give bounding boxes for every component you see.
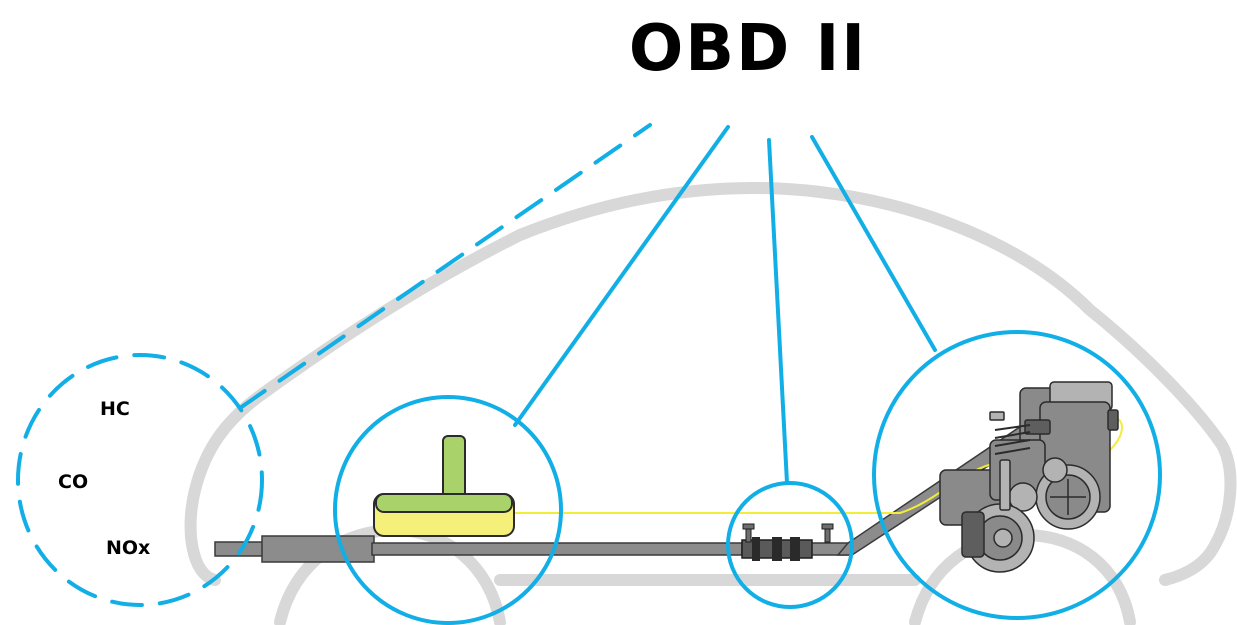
- leader-engine: [810, 135, 937, 352]
- emissions-circle: [16, 353, 264, 607]
- leader-emissions: [238, 123, 652, 410]
- emission-nox-label: NOx: [106, 537, 150, 559]
- muffler: [261, 535, 375, 563]
- callout-oxygen-sensors: [726, 481, 854, 609]
- emission-co-label: CO: [58, 471, 88, 493]
- flex-joint-sensors: [741, 523, 834, 561]
- emissions-callout: [16, 123, 652, 607]
- callout-engine: [872, 330, 1162, 620]
- oxygen-sensor-rear: [745, 527, 752, 543]
- catalytic-converter: [373, 435, 515, 537]
- callout-catalyst: [333, 395, 563, 625]
- emission-hc-label: HC: [100, 398, 130, 420]
- engine: [939, 381, 1119, 573]
- oxygen-sensor-front: [824, 527, 831, 543]
- leader-oxygen-sensors: [767, 138, 789, 485]
- leader-catalyst: [513, 125, 730, 427]
- title: OBD II: [629, 12, 867, 86]
